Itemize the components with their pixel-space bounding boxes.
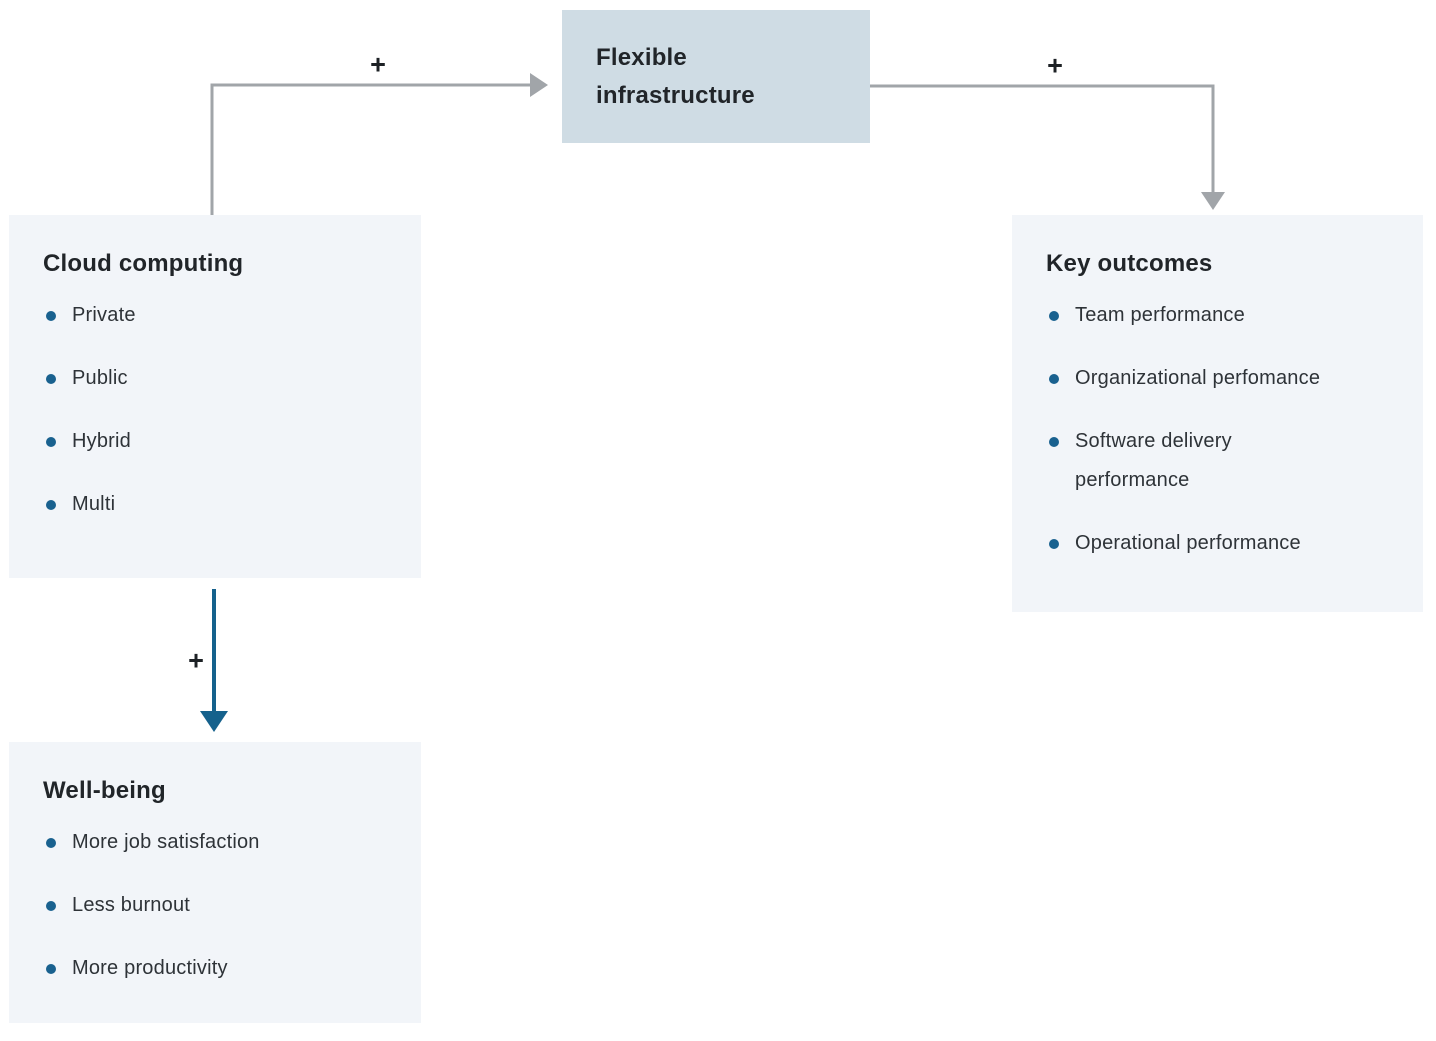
list-item-label: Multi	[72, 493, 116, 515]
list-item: Less burnout	[43, 886, 397, 925]
key-outcomes-list: Team performance Organizational perfoman…	[1046, 296, 1399, 563]
list-item-label: Public	[72, 367, 128, 389]
list-item-label: Less burnout	[72, 894, 191, 916]
edge-label-cloud-to-flexible: +	[370, 49, 386, 80]
bullet-icon	[1049, 539, 1059, 549]
bullet-icon	[1049, 311, 1059, 321]
node-title-cloud-computing: Cloud computing	[43, 250, 244, 277]
cloud-computing-list: Private Public Hybrid Multi	[43, 296, 397, 524]
node-well-being: Well-being More job satisfaction Less bu…	[9, 742, 421, 1023]
list-item-label: Operational performance	[1075, 532, 1301, 554]
bullet-icon	[46, 311, 56, 321]
bullet-icon	[46, 374, 56, 384]
list-item: Team performance	[1046, 296, 1399, 335]
list-item: Hybrid	[43, 422, 397, 461]
list-item: Private	[43, 296, 397, 335]
node-flexible-infrastructure: Flexible infrastructure	[562, 10, 870, 143]
list-item-label: Software delivery performance	[1075, 430, 1232, 491]
list-item-label: Private	[72, 304, 136, 326]
well-being-list: More job satisfaction Less burnout More …	[43, 823, 397, 988]
bullet-icon	[46, 901, 56, 911]
list-item: Organizational perfomance	[1046, 359, 1399, 398]
list-item-label: More job satisfaction	[72, 831, 260, 853]
edge-label-cloud-to-wellbeing: +	[188, 645, 204, 676]
list-item-label: Team performance	[1075, 304, 1245, 326]
list-item: More productivity	[43, 949, 397, 988]
list-item: Multi	[43, 485, 397, 524]
list-item: More job satisfaction	[43, 823, 397, 862]
bullet-icon	[46, 964, 56, 974]
node-title-well-being: Well-being	[43, 777, 166, 804]
arrow-flexible-to-outcomes	[870, 84, 1225, 210]
list-item: Operational performance	[1046, 524, 1399, 563]
list-item-label: Organizational perfomance	[1075, 367, 1321, 389]
arrow-cloud-to-flexible	[210, 73, 548, 215]
list-item-label: More productivity	[72, 957, 228, 979]
bullet-icon	[46, 838, 56, 848]
list-item: Public	[43, 359, 397, 398]
node-title-flexible-infrastructure: Flexible infrastructure	[596, 43, 755, 109]
list-item: Software delivery performance	[1046, 422, 1399, 500]
edge-label-flexible-to-outcomes: +	[1047, 50, 1063, 81]
bullet-icon	[46, 500, 56, 510]
bullet-icon	[1049, 374, 1059, 384]
node-title-key-outcomes: Key outcomes	[1046, 250, 1213, 277]
node-key-outcomes: Key outcomes Team performance Organizati…	[1012, 215, 1423, 612]
arrow-cloud-to-wellbeing	[200, 589, 228, 732]
bullet-icon	[46, 437, 56, 447]
node-cloud-computing: Cloud computing Private Public Hybrid Mu…	[9, 215, 421, 578]
bullet-icon	[1049, 437, 1059, 447]
list-item-label: Hybrid	[72, 430, 131, 452]
